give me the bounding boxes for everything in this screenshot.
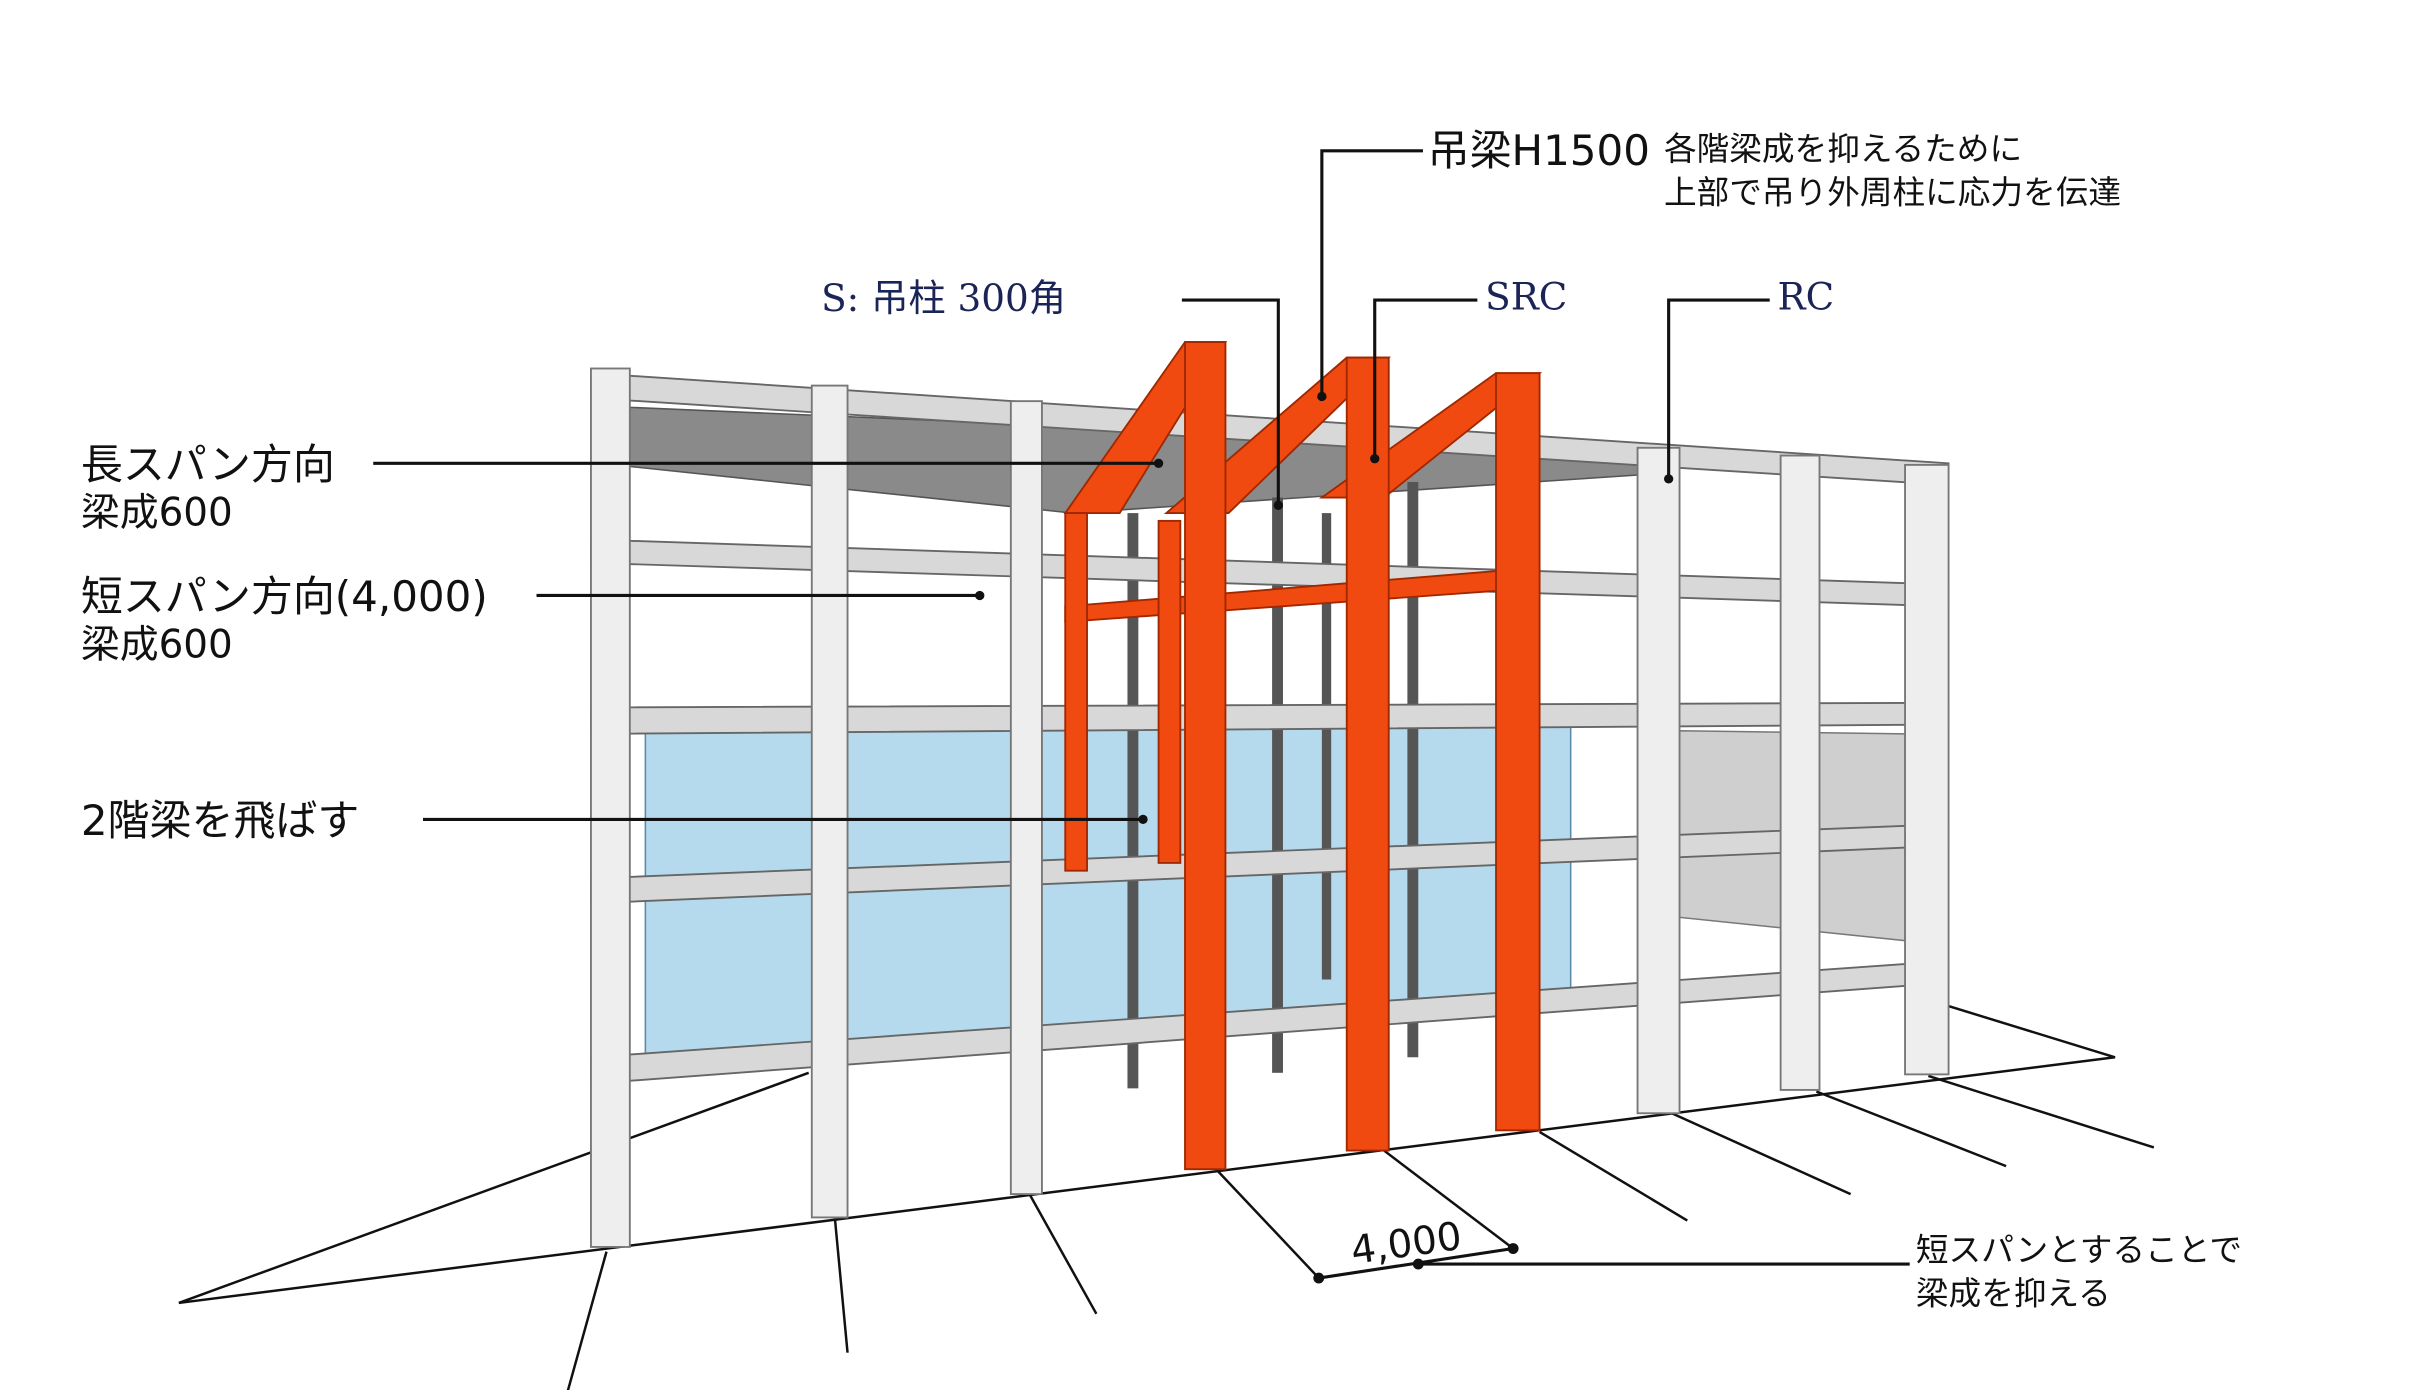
hanging-column-label: S: 吊柱 300角 (821, 276, 1066, 320)
hanging-beam-label: 吊梁H1500 (1428, 126, 1650, 175)
hanging-beam-note-2: 上部で吊り外周柱に応力を伝達 (1664, 174, 2121, 212)
short-span-label: 短スパン方向(4,000) (81, 572, 488, 621)
dimension-note-1: 短スパンとすることで (1916, 1231, 2242, 1269)
src-frame (1063, 341, 1543, 1171)
hanging-beam-note-1: 各階梁成を抑えるために (1664, 130, 2022, 168)
second-floor-label: 2階梁を飛ばす (81, 796, 360, 845)
hanging-steel-columns (1127, 481, 1419, 1089)
rc-label: RC (1778, 274, 1835, 318)
long-span-depth: 梁成600 (81, 491, 233, 536)
rc-columns (590, 367, 1950, 1248)
long-span-label: 長スパン方向 (81, 440, 335, 489)
dimension-note-2: 梁成を抑える (1916, 1274, 2111, 1312)
short-span-depth: 梁成600 (81, 623, 233, 668)
src-label: SRC (1485, 274, 1567, 318)
leader-lines (373, 149, 1910, 1284)
ground-lines (178, 993, 2155, 1390)
